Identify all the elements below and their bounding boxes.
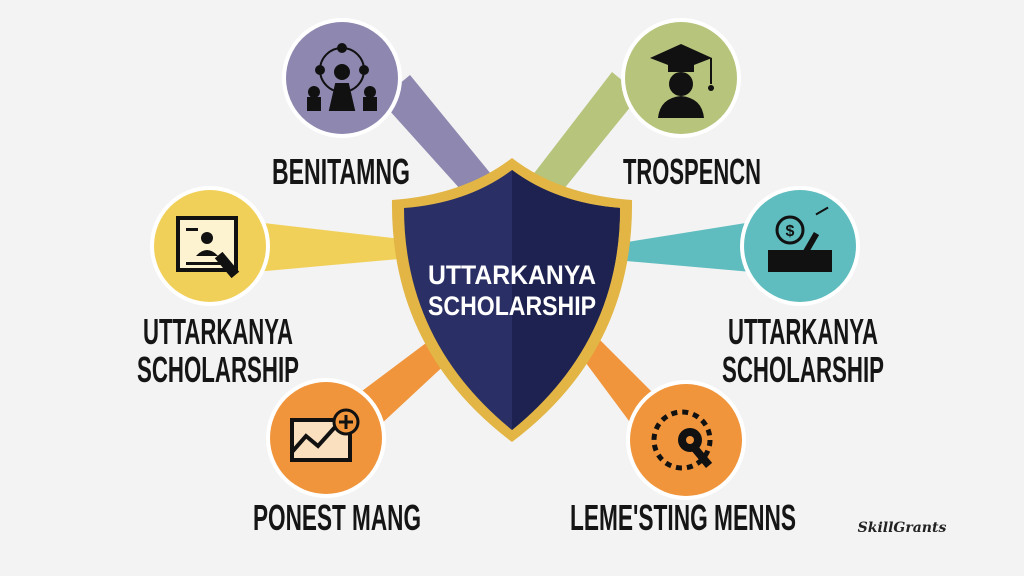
certificate-icon [176, 216, 240, 279]
label-ponest-mang: PONEST MANG [253, 497, 421, 538]
shield-title-line1: UTTARKANYA [428, 260, 596, 290]
beam-right [615, 222, 752, 272]
label-left-line1: UTTARKANYA [143, 311, 293, 352]
beam-top-right [525, 72, 640, 200]
money-funds-icon: $ [768, 206, 832, 272]
label-right-line2: SCHOLARSHIP [722, 349, 884, 390]
growth-chart-icon [290, 408, 360, 462]
center-shield: UTTARKANYA SCHOLARSHIP [391, 158, 633, 442]
svg-text:$: $ [786, 223, 795, 240]
graduate-icon [650, 44, 714, 118]
gear-process-icon [651, 409, 713, 471]
node-lemesting-menns [626, 380, 746, 500]
watermark: SkillGrants [858, 520, 947, 536]
node-benitamng [282, 18, 402, 138]
node-right-scholarship: $ [740, 186, 860, 306]
label-right-line1: UTTARKANYA [728, 311, 878, 352]
network-people-icon [307, 43, 377, 111]
shield-title-line2: SCHOLARSHIP [428, 291, 596, 321]
label-left-line2: SCHOLARSHIP [137, 349, 299, 390]
label-benitamng: BENITAMNG [272, 151, 410, 192]
label-lemesting-menns: LEME'STING MENNS [570, 497, 796, 538]
beam-left [255, 222, 410, 272]
node-trospencn [621, 18, 741, 138]
node-left-scholarship [150, 186, 270, 306]
node-ponest-mang [266, 378, 386, 498]
label-trospencn: TROSPENCN [623, 151, 761, 192]
beam-top-left [380, 75, 500, 200]
